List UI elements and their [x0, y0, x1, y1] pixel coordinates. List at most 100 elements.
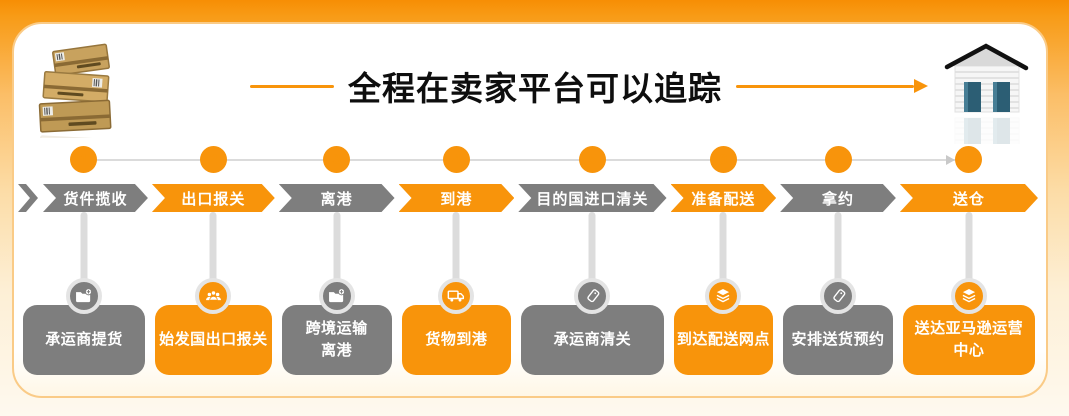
step-number-row: 5 — [514, 142, 671, 178]
stage-arrow-row: 离港 — [277, 184, 397, 212]
step-detail-label: 跨境运输 离港 — [305, 320, 368, 359]
tracking-panel: 全程在卖家平台可以追踪 — [12, 22, 1048, 398]
stage-arrow-row: 出口报关 — [150, 184, 277, 212]
step-detail-label: 送达亚马逊运营 中心 — [914, 320, 1024, 359]
arrow-lead-fragment — [18, 184, 38, 212]
people-group-icon — [205, 289, 221, 301]
tag-icon — [587, 288, 600, 302]
connector-line — [965, 212, 973, 286]
layers-icon — [716, 289, 730, 303]
step-detail-card: 承运商提货 — [23, 305, 145, 375]
folder-plus-icon — [329, 287, 346, 302]
step-detail-area: 跨境运输 离港 — [277, 212, 397, 376]
step-detail-card: 安排送货预约 — [783, 305, 893, 375]
warehouse-illustration — [938, 34, 1034, 138]
step-number-row: 3 — [274, 142, 399, 178]
connector-line — [80, 212, 88, 286]
step-icon-badge — [574, 278, 611, 314]
connector-line — [834, 212, 842, 286]
step-icon-badge — [705, 278, 742, 314]
step-column: 7 拿约 安排送货预约 — [776, 142, 900, 376]
connector-line — [333, 212, 341, 286]
step-detail-label: 货物到港 — [425, 331, 488, 349]
step-number: 6 — [719, 151, 728, 168]
step-detail-label: 安排送货预约 — [791, 331, 885, 349]
connector-line — [588, 212, 596, 286]
process-stepper: 1 货件揽收 承运商提货 2 出口报关 — [18, 142, 1040, 376]
step-detail-card: 送达亚马逊运营 中心 — [902, 305, 1035, 375]
step-detail-area: 安排送货预约 — [778, 212, 898, 376]
step-detail-card: 始发国出口报关 — [154, 305, 272, 375]
step-number-badge: 5 — [578, 146, 606, 173]
connector-line — [452, 212, 460, 286]
step-icon-badge — [65, 278, 102, 314]
stage-arrow: 送仓 — [900, 184, 1038, 212]
step-number-badge: 7 — [824, 146, 852, 173]
step-detail-area: 始发国出口报关 — [150, 212, 277, 376]
step-detail-label: 承运商提货 — [45, 331, 123, 349]
title-arrow-line — [736, 79, 928, 93]
step-detail-card: 跨境运输 离港 — [281, 305, 392, 375]
step-number: 3 — [332, 151, 341, 168]
step-detail-card: 货物到港 — [401, 305, 512, 375]
tag-icon — [832, 288, 845, 302]
step-column: 1 货件揽收 承运商提货 — [18, 142, 152, 376]
stage-arrow-row: 货件揽收 — [18, 184, 150, 212]
step-number-row: 2 — [147, 142, 279, 178]
page-title: 全程在卖家平台可以追踪 — [348, 70, 722, 107]
step-icon-badge — [195, 278, 232, 314]
step-detail-area: 承运商清关 — [516, 212, 668, 376]
step-column: 5 目的国进口清关 承运商清关 — [514, 142, 671, 376]
stage-label: 送仓 — [952, 190, 985, 208]
step-detail-label: 承运商清关 — [553, 331, 632, 349]
step-number-badge: 3 — [323, 146, 351, 173]
stage-arrow: 准备配送 — [671, 184, 777, 212]
stage-label: 货件揽收 — [63, 190, 128, 208]
step-number-row: 4 — [394, 142, 519, 178]
step-detail-card: 承运商清关 — [521, 305, 664, 375]
connector-line — [209, 212, 217, 286]
truck-icon — [448, 290, 465, 302]
step-column: 3 离港 跨境运输 离港 — [274, 142, 399, 376]
step-number: 8 — [964, 151, 974, 168]
step-number-badge: 8 — [955, 146, 983, 173]
stage-arrow-row: 目的国进口清关 — [516, 184, 668, 212]
step-icon-badge — [820, 278, 857, 314]
amazon-boxes-illustration — [32, 34, 132, 225]
step-column: 2 出口报关 始发国出口报关 — [147, 142, 279, 376]
step-detail-area: 承运商提货 — [18, 212, 150, 376]
step-number-row: 6 — [666, 142, 780, 178]
stage-arrow-row: 准备配送 — [669, 184, 779, 212]
stage-arrow-row: 拿约 — [778, 184, 898, 212]
title-zone: 全程在卖家平台可以追踪 — [132, 62, 938, 110]
step-number: 2 — [209, 151, 218, 168]
stage-arrow-row: 送仓 — [898, 184, 1040, 212]
folder-plus-icon — [76, 287, 93, 302]
step-detail-area: 货物到港 — [397, 212, 517, 376]
step-number-badge: 1 — [70, 146, 98, 173]
step-number-badge: 6 — [709, 146, 737, 173]
connector-line — [719, 212, 727, 286]
step-detail-label: 到达配送网点 — [676, 331, 770, 349]
layers-icon — [962, 289, 976, 303]
title-left-line — [250, 84, 334, 88]
stage-arrow-row: 到港 — [397, 184, 517, 212]
step-detail-card: 到达配送网点 — [673, 305, 774, 375]
stage-arrow: 离港 — [279, 184, 395, 212]
step-icon-badge — [438, 278, 475, 314]
stage-arrow: 目的国进口清关 — [518, 184, 666, 212]
stage-label: 目的国进口清关 — [536, 190, 649, 208]
step-column: 8 送仓 送达亚马逊运营 中心 — [895, 142, 1040, 376]
stage-label: 出口报关 — [181, 190, 246, 208]
step-number-row: 1 — [18, 142, 152, 178]
step-number-badge: 2 — [199, 146, 227, 173]
stage-label: 到港 — [440, 190, 473, 208]
stage-arrow: 出口报关 — [152, 184, 275, 212]
stage-arrow: 货件揽收 — [43, 184, 148, 212]
step-number: 7 — [833, 151, 843, 168]
step-column: 4 到港 货物到港 — [394, 142, 519, 376]
step-column: 6 准备配送 到达配送网点 — [666, 142, 780, 376]
step-number-row: 7 — [776, 142, 900, 178]
step-number-row: 8 — [895, 142, 1040, 178]
step-icon-badge — [318, 278, 355, 314]
